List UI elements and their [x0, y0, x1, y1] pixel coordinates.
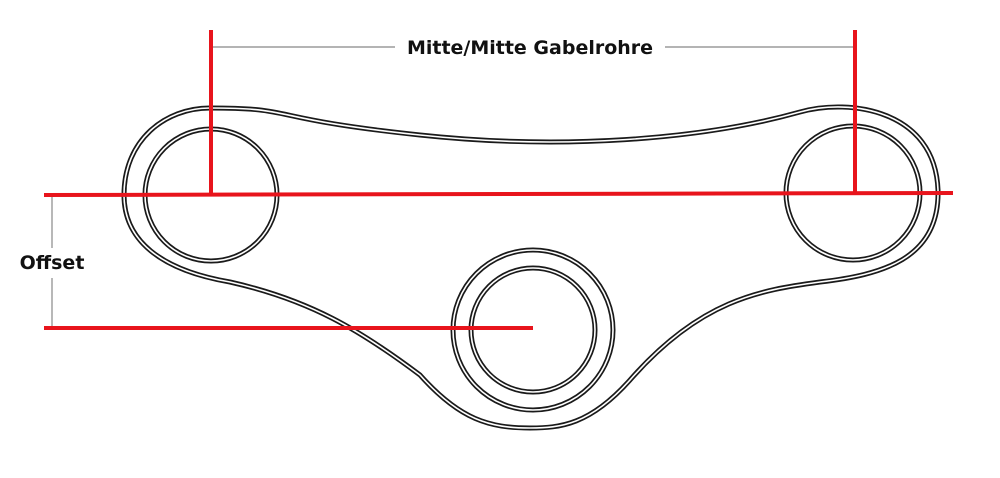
triple-clamp-outline	[121, 104, 941, 431]
dimension-lines	[51, 46, 855, 328]
measure-lines	[43, 30, 954, 330]
offset-label: Offset	[20, 252, 85, 274]
fork-axis-line	[43, 191, 954, 197]
fork-distance-label: Mitte/Mitte Gabelrohre	[407, 37, 653, 59]
